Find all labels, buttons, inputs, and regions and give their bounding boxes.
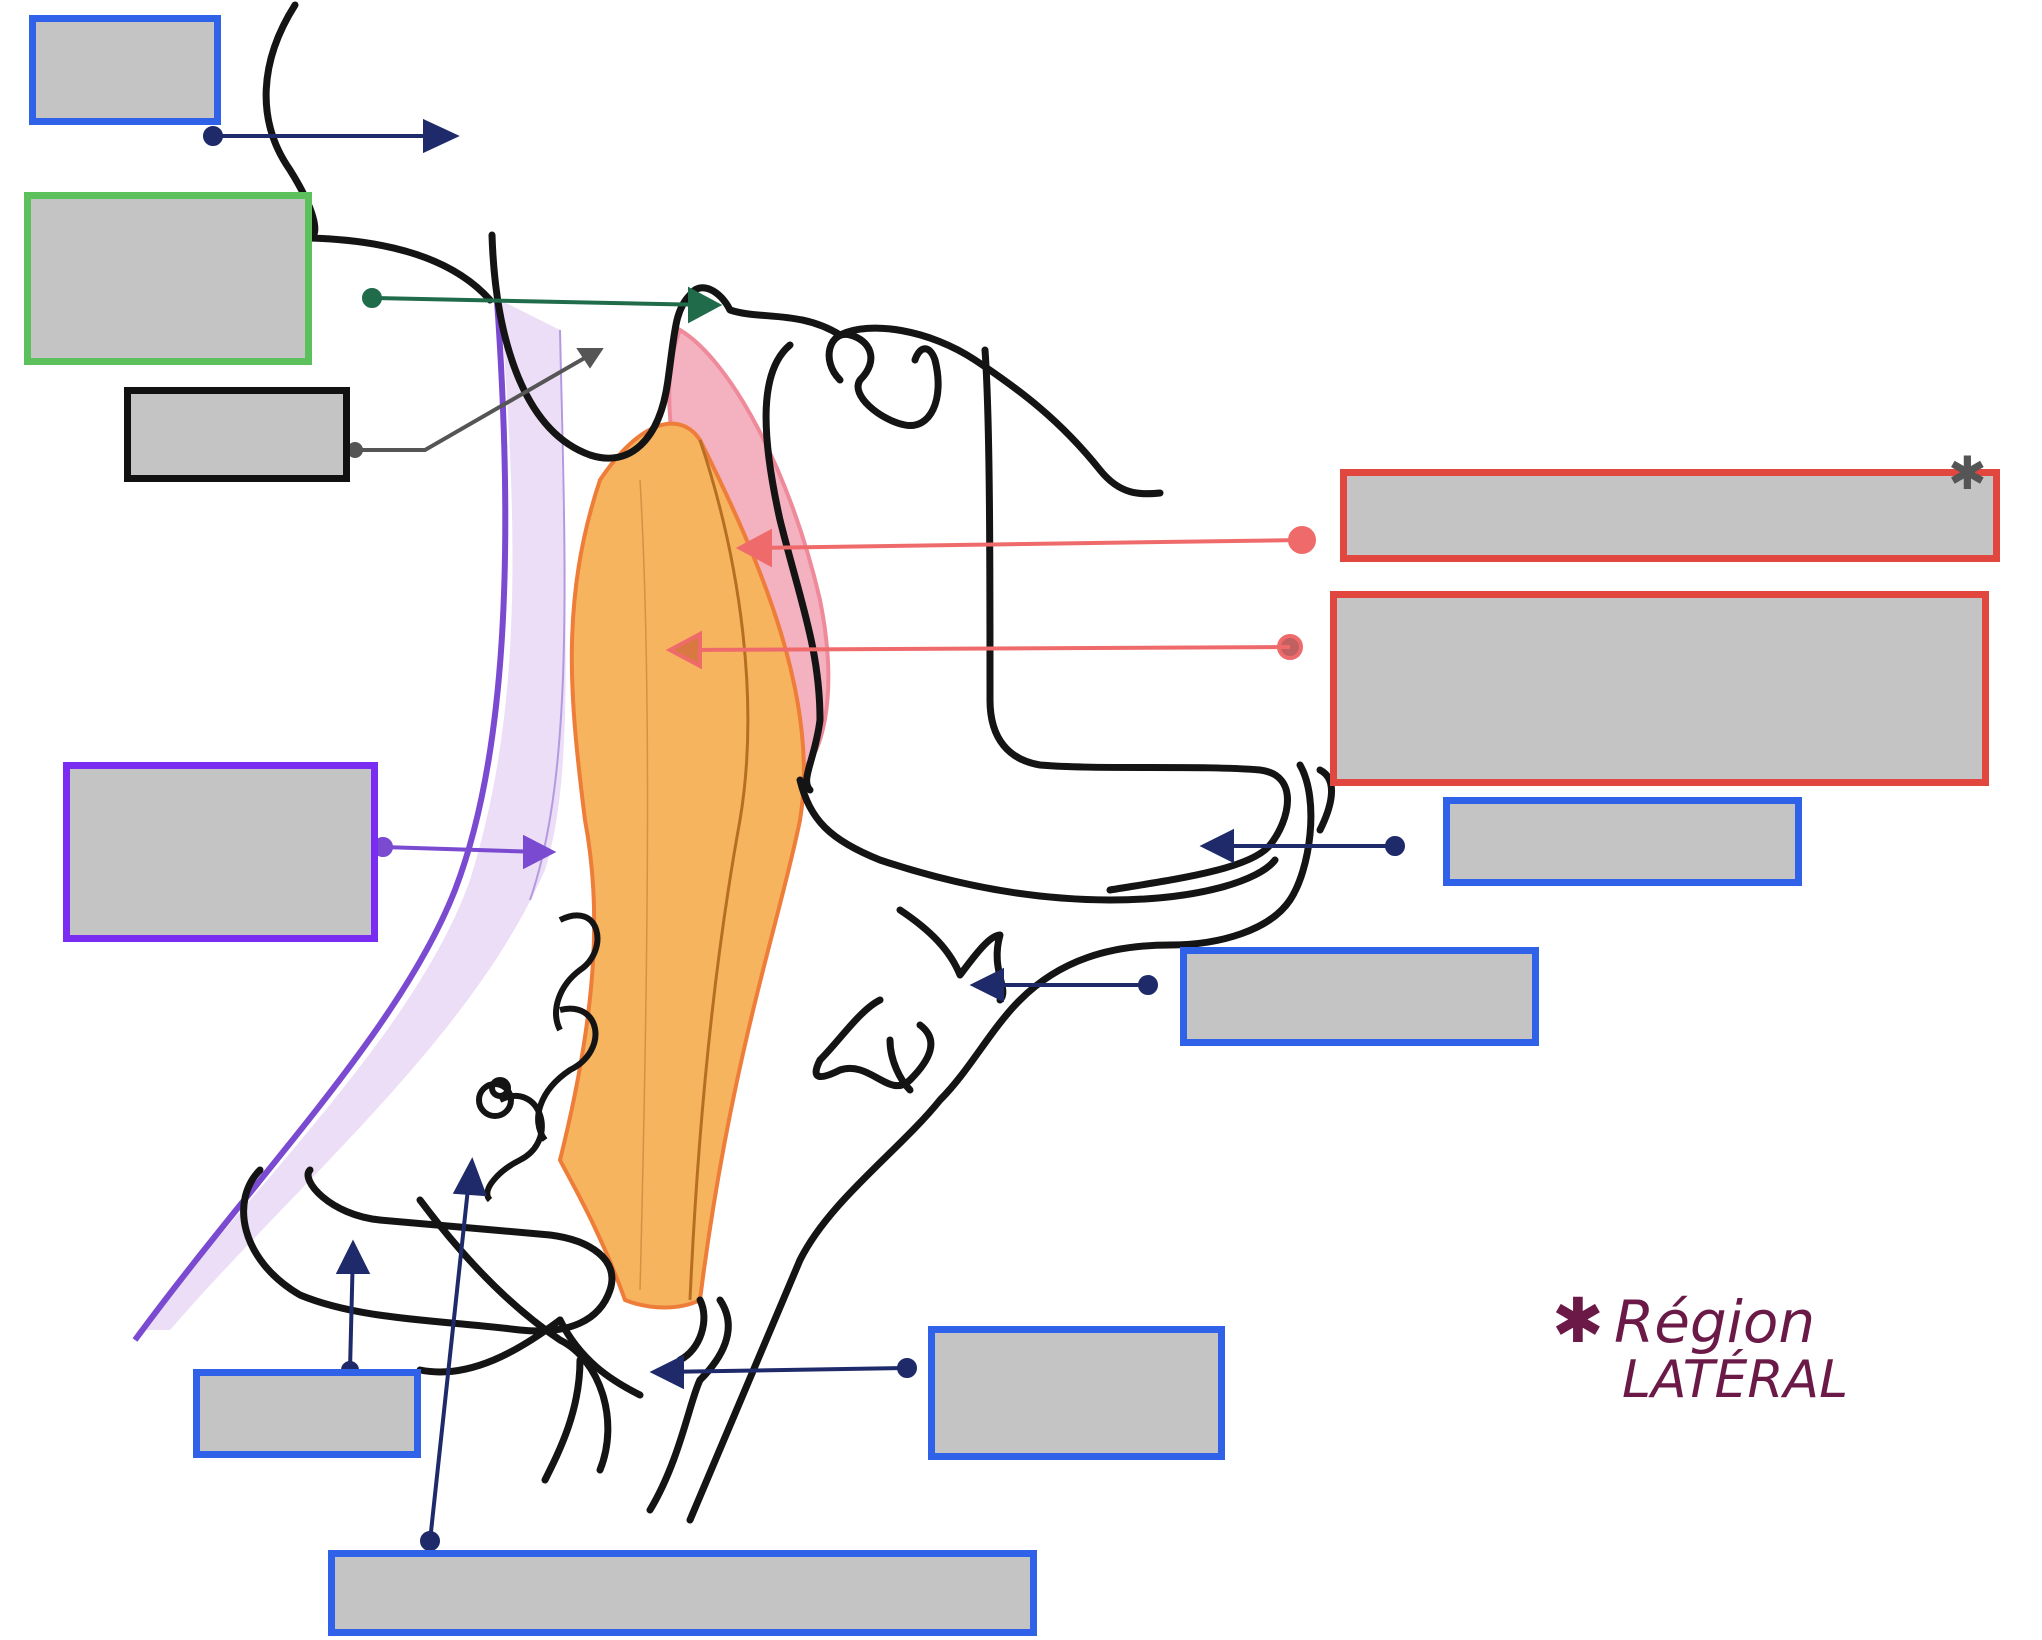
arrow-bottom-center [649,1354,917,1390]
arrow-upper-left [362,286,723,324]
note-line-2: LATÉRAL [1622,1350,1849,1411]
label-box-right-top [1340,469,2000,562]
label-box-upper-left [24,192,312,365]
fascia-layer [132,299,566,1342]
stray-asterisk-icon: ✱ [1948,446,1987,500]
label-box-right-lower [1443,797,1802,886]
note-line-1: Région [1613,1288,1816,1356]
label-box-center-right [1180,947,1539,1046]
arrow-left-lower [373,834,557,870]
arrow-right-mid [665,630,1303,670]
region-note: ✱Région LATÉRAL [1552,1288,1848,1408]
label-box-top-left [29,15,221,125]
arrow-bottom-wide [420,1157,487,1551]
asterisk-icon: ✱ [1552,1284,1604,1357]
label-box-left-lower [63,762,378,942]
label-box-bottom-left [193,1369,421,1458]
arrow-right-top [735,526,1316,568]
arrow-right-lower [1199,828,1405,864]
label-box-bottom-wide [328,1550,1037,1636]
label-box-right-mid [1330,591,1989,786]
arrows [203,118,1405,1551]
arrow-center-right [969,967,1158,1003]
arrow-top-left [203,118,460,154]
label-box-bottom-center [928,1326,1225,1460]
coil-structures [476,912,601,1203]
skull-mandible-outline [240,1,1336,1524]
label-box-left-mid [124,387,350,482]
